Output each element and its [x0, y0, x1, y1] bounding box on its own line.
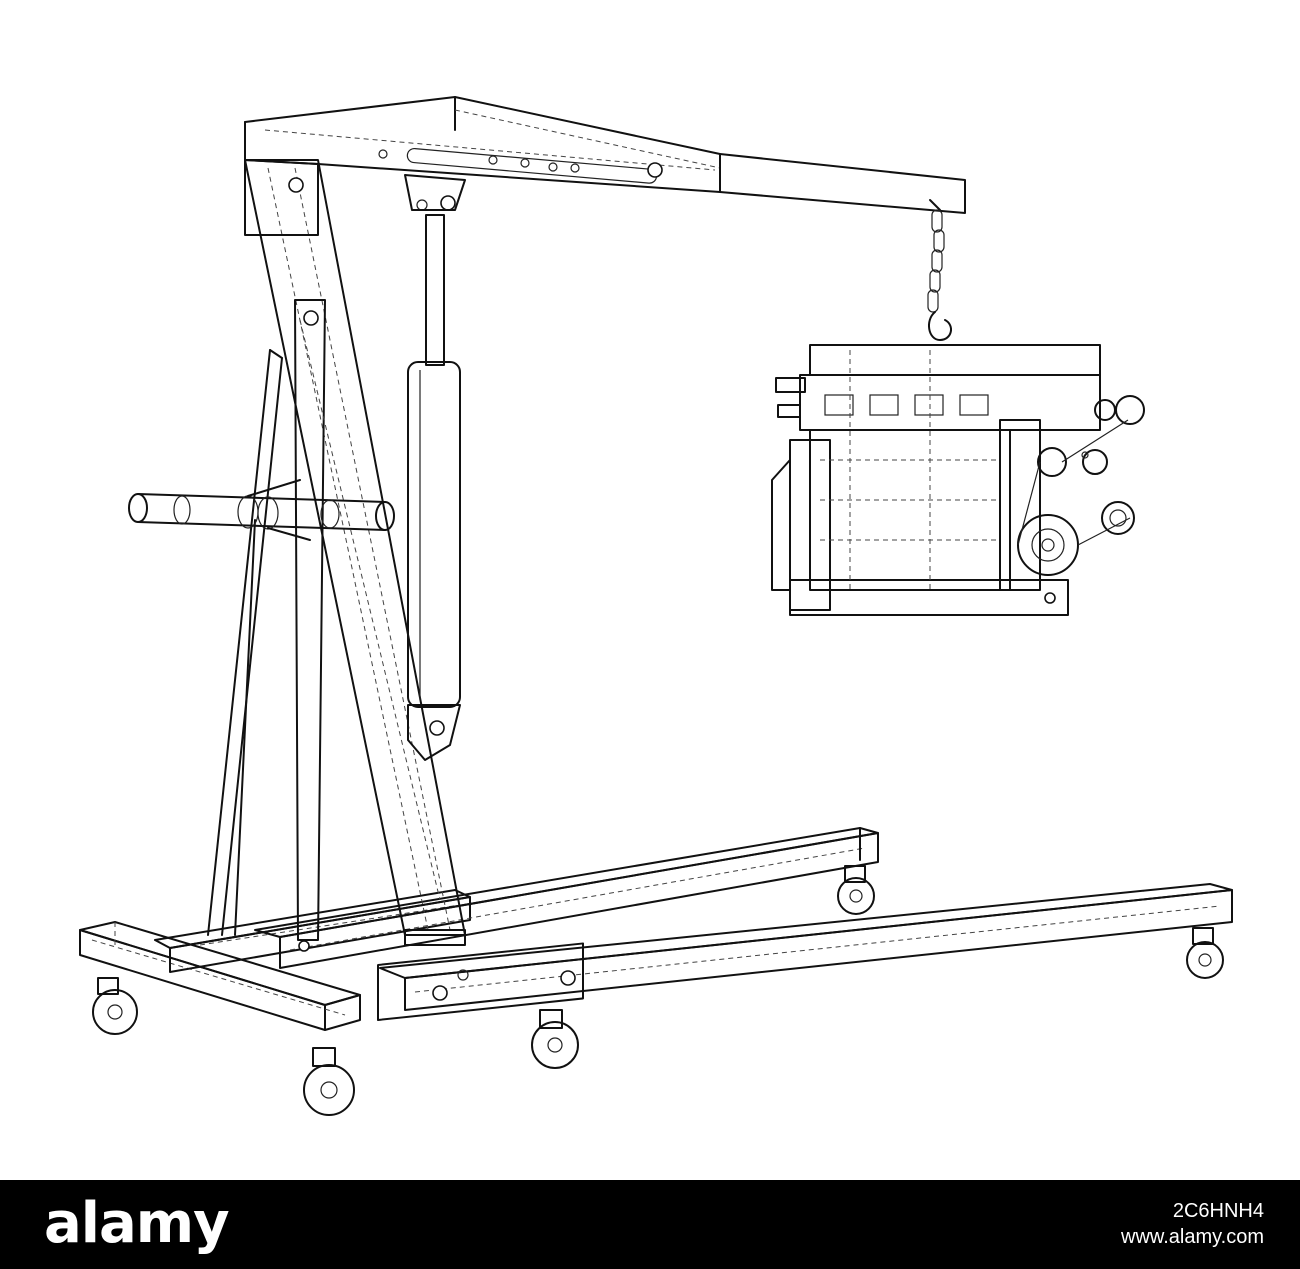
engine-block [771, 344, 1145, 616]
mast-post [244, 159, 466, 946]
stock-site-url: www.alamy.com [1121, 1226, 1264, 1248]
caster-rear-left [92, 977, 138, 1035]
hydraulic-ram [407, 214, 461, 761]
pump-handle [128, 479, 395, 541]
caster-front-left [303, 1047, 355, 1116]
caster-front-middle [531, 1009, 579, 1069]
boom-arm [244, 96, 966, 236]
base-leg-back [254, 827, 879, 969]
caster-front-right [1186, 927, 1224, 979]
base-rail-left [79, 921, 361, 1031]
base-leg-front [377, 883, 1233, 1022]
caster-back-right [837, 865, 875, 915]
base-cross-bar [154, 889, 471, 973]
chain-hook [927, 199, 952, 341]
brand-logo: alamy [44, 1191, 230, 1256]
footer-bar: alamy 2C6HNH4 www.alamy.com [0, 1180, 1300, 1269]
support-brace [207, 299, 441, 952]
engine-hoist-illustration [79, 96, 1233, 1116]
stock-image-id: 2C6HNH4 [1172, 1200, 1264, 1222]
